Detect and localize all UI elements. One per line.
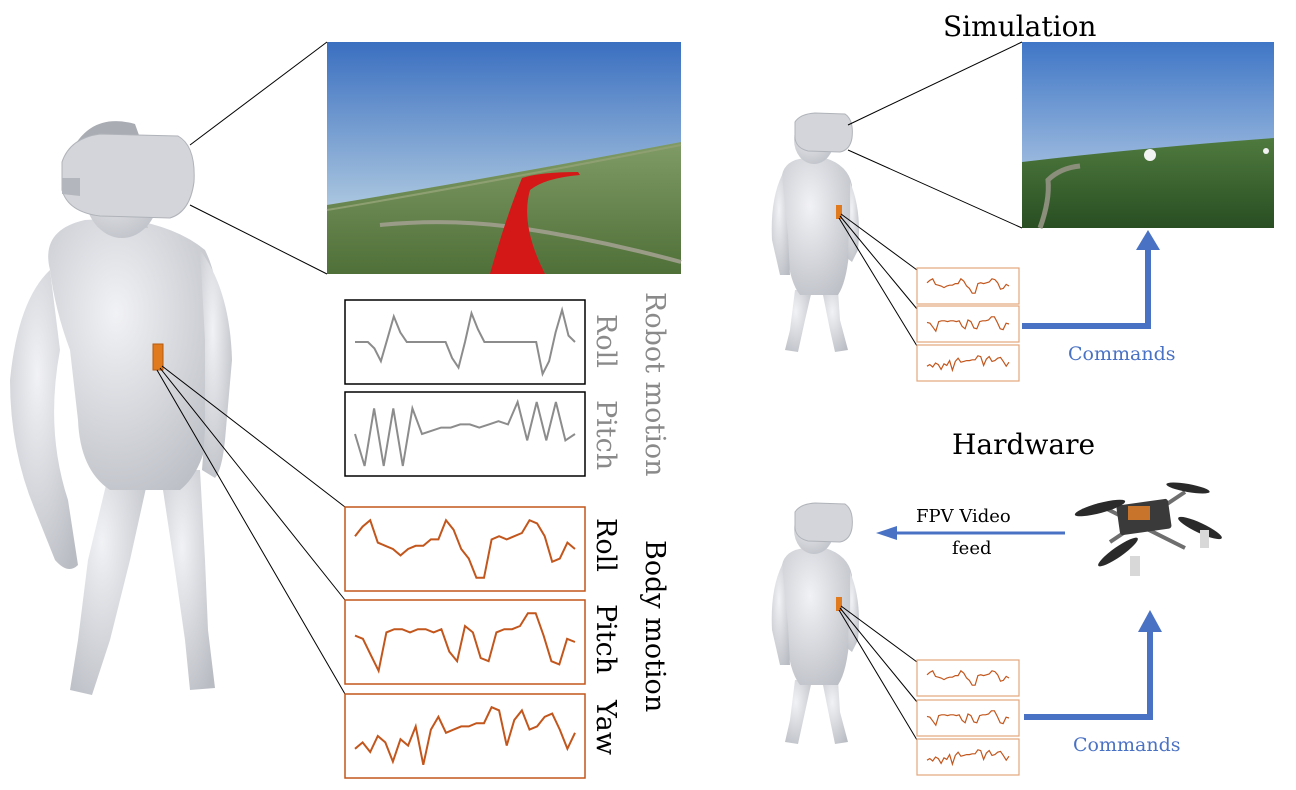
commands-label-hardware: Commands [1073, 734, 1181, 756]
mini-signal-hw-yaw [926, 749, 1010, 767]
plot-box-robot-roll [344, 299, 586, 385]
plot-box-robot-pitch [344, 391, 586, 477]
plot-box-body-yaw [344, 693, 586, 779]
mini-signal-sim-yaw [926, 355, 1010, 373]
signal-body-yaw [354, 705, 576, 766]
signal-body-pitch [354, 612, 576, 674]
small-human-figure-simulation [771, 112, 859, 352]
mini-plot-hw-pitch [916, 699, 1020, 737]
mini-signal-sim-roll [926, 277, 1010, 294]
fpv-label-line2: feed [952, 538, 992, 559]
commands-arrow-hardware [1024, 630, 1153, 720]
flight-path-red [490, 172, 580, 274]
mini-plot-sim-pitch [916, 305, 1020, 343]
simulation-title: Simulation [943, 10, 1097, 43]
mini-plot-sim-yaw [916, 344, 1020, 382]
fpv-label-line1: FPV Video [916, 506, 1011, 527]
body-pitch-label: Pitch [590, 604, 621, 675]
body-motion-label: Body motion [639, 540, 670, 713]
mini-plot-sim-roll [916, 267, 1020, 305]
plot-box-body-roll [344, 506, 586, 592]
large-human-figure [10, 121, 232, 695]
hardware-title: Hardware [952, 428, 1096, 461]
body-yaw-label: Yaw [590, 700, 621, 755]
mini-signal-hw-pitch [926, 710, 1010, 727]
body-roll-label: Roll [590, 518, 621, 572]
mini-signal-sim-pitch [926, 316, 1010, 333]
commands-arrow-simulation [1022, 248, 1151, 329]
signal-robot-roll [355, 306, 576, 378]
mini-signal-hw-roll [926, 669, 1010, 686]
drone-icon [1074, 482, 1222, 576]
mini-plot-hw-roll [916, 659, 1020, 697]
robot-roll-label: Roll [590, 314, 621, 368]
vr-view-left [326, 42, 682, 274]
small-human-figure-hardware [771, 502, 859, 744]
plot-box-body-pitch [344, 599, 586, 685]
imu-sensor-large [152, 343, 164, 371]
vr-view-simulation [1022, 42, 1274, 229]
mini-plot-hw-yaw [916, 738, 1020, 776]
commands-label-simulation: Commands [1068, 343, 1176, 365]
signal-robot-pitch [354, 398, 576, 467]
robot-motion-label: Robot motion [639, 292, 670, 477]
signal-body-roll [354, 518, 576, 579]
robot-pitch-label: Pitch [590, 400, 621, 471]
